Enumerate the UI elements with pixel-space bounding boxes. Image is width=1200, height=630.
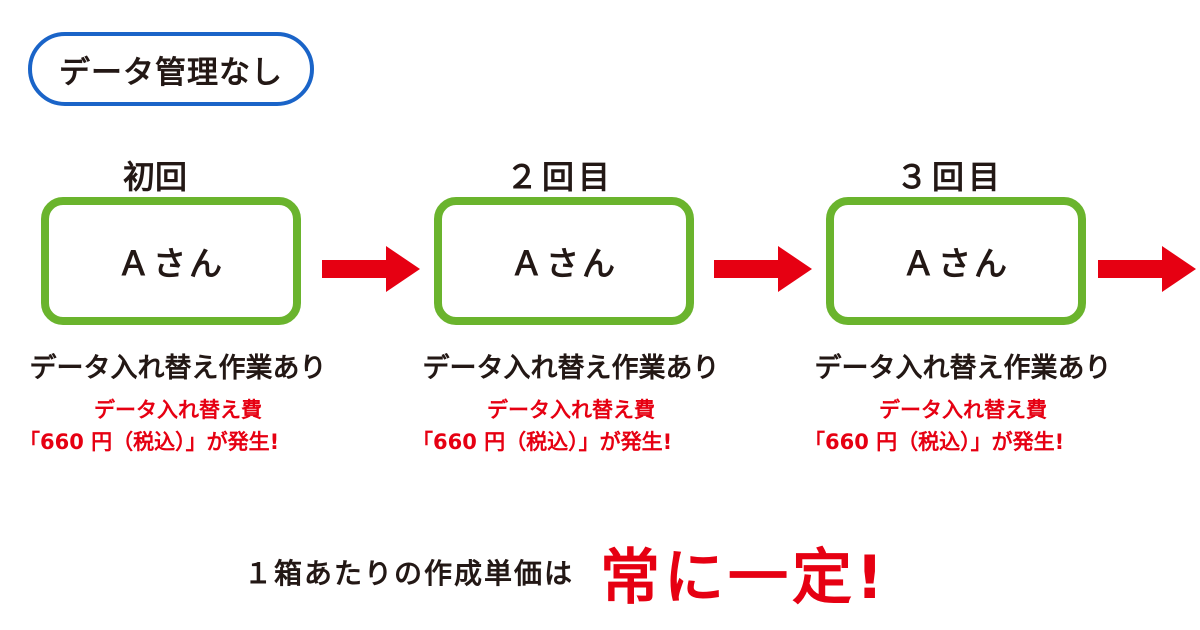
- person-name: Ａさん: [117, 244, 225, 283]
- step-title: ３回目: [896, 158, 1005, 196]
- person-name: Ａさん: [902, 244, 1010, 283]
- unit-price-statement: １箱あたりの作成単価は 常に一定!: [244, 524, 887, 620]
- fee-amount: 「660 円（税込）」が発生!: [19, 430, 280, 454]
- data-management-label-text: データ管理なし: [59, 54, 283, 91]
- constant-emphasis: 常に一定!: [600, 542, 888, 613]
- work-description: データ入れ替え作業あり: [29, 353, 327, 384]
- arrow-right-icon: [714, 246, 812, 292]
- unit-price-lead: １箱あたりの作成単価は: [244, 557, 575, 590]
- data-management-label: データ管理なし: [28, 32, 314, 106]
- work-description: データ入れ替え作業あり: [422, 353, 720, 384]
- fee-label: データ入れ替え費: [879, 398, 1047, 422]
- step-title: 初回: [123, 158, 188, 196]
- person-box: Ａさん: [41, 197, 301, 325]
- person-box: Ａさん: [826, 197, 1086, 325]
- fee-label: データ入れ替え費: [487, 398, 655, 422]
- arrow-right-icon: [322, 246, 420, 292]
- step-title: ２回目: [506, 158, 615, 196]
- step-third: ３回目 Ａさん データ入れ替え作業あり データ入れ替え費 「660 円（税込）」…: [790, 150, 1120, 470]
- step-first: 初回 Ａさん データ入れ替え作業あり データ入れ替え費 「660 円（税込）」が…: [5, 150, 335, 470]
- fee-amount: 「660 円（税込）」が発生!: [412, 430, 673, 454]
- fee-label: データ入れ替え費: [94, 398, 262, 422]
- fee-amount: 「660 円（税込）」が発生!: [804, 430, 1065, 454]
- arrow-right-icon: [1098, 246, 1196, 292]
- step-second: ２回目 Ａさん データ入れ替え作業あり データ入れ替え費 「660 円（税込）」…: [398, 150, 728, 470]
- work-description: データ入れ替え作業あり: [814, 353, 1112, 384]
- person-name: Ａさん: [510, 244, 618, 283]
- person-box: Ａさん: [434, 197, 694, 325]
